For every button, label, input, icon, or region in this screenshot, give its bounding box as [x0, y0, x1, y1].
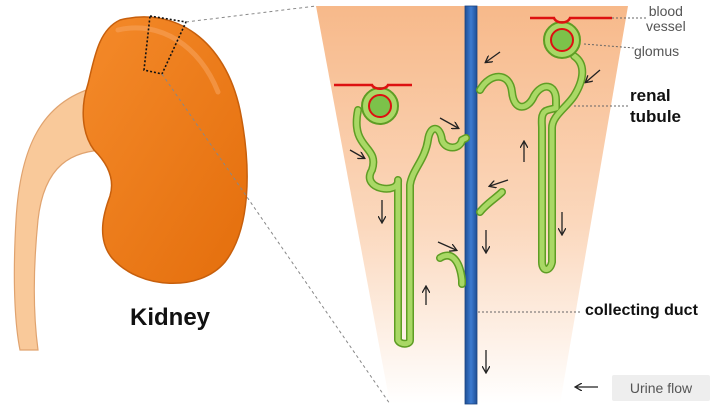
right-glomus [550, 28, 574, 52]
glomus-label: glomus [634, 43, 680, 59]
flow-arrows [349, 51, 601, 387]
renal-tubule-label-line2: tubule [630, 107, 681, 126]
kidney-label: Kidney [130, 304, 211, 331]
blood-vessel-label-line1: blood [648, 3, 683, 19]
left-blood-vessel [334, 83, 412, 90]
zoom-line-top [185, 5, 317, 23]
collecting-duct-label: collecting duct [585, 302, 698, 319]
renal-tubule-label-line1: renal [630, 86, 671, 105]
left-glomus [368, 94, 392, 118]
leader-lines [478, 17, 646, 313]
right-blood-vessel [530, 16, 612, 24]
renal-tubule-label: renal tubule [630, 85, 681, 127]
zoom-line-bottom [161, 73, 391, 405]
urine-flow-legend: Urine flow [612, 375, 710, 401]
kidney-shape [82, 16, 248, 284]
ureter [13, 85, 109, 351]
left-nephron [334, 83, 470, 348]
right-nephron [476, 16, 612, 274]
blood-vessel-label-line2: vessel [646, 18, 686, 34]
blood-vessel-label: blood vessel [646, 4, 686, 34]
urine-flow-label: Urine flow [629, 380, 693, 396]
collecting-duct [464, 5, 478, 405]
